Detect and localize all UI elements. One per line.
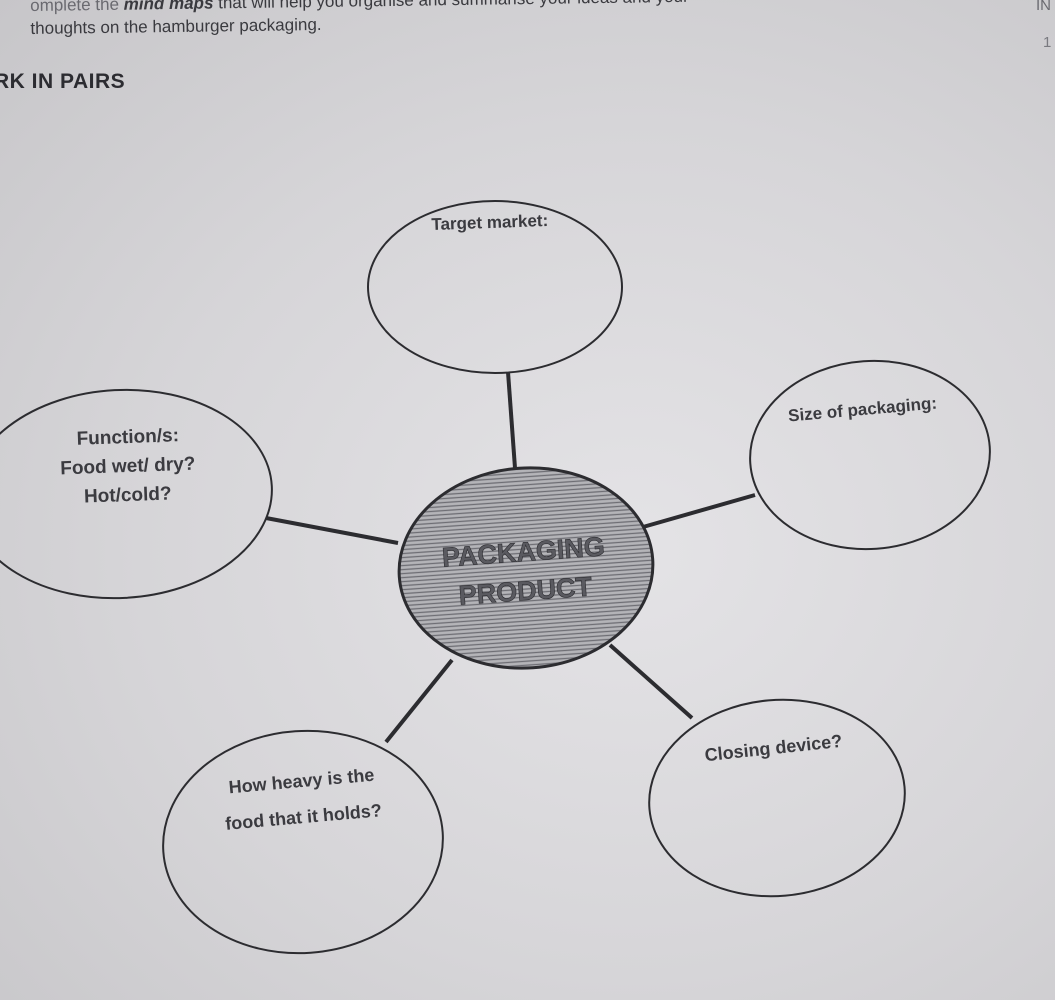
center-node-circle	[397, 466, 655, 670]
node-target-market-circle	[367, 200, 623, 374]
target-market-label: Target market:	[431, 211, 548, 234]
connector-size-of-packaging	[642, 493, 756, 529]
connector-closing-device	[608, 643, 694, 720]
how-heavy-label-line-2: food that it holds?	[224, 800, 382, 834]
edge-mark-top: IN	[1036, 0, 1051, 14]
node-how-heavy-circle	[162, 729, 444, 955]
node-functions-circle	[0, 388, 273, 600]
connector-functions	[265, 516, 399, 545]
how-heavy-label-line-1: How heavy is the	[228, 765, 375, 798]
section-heading: RK IN PAIRS	[0, 70, 126, 93]
closing-device-label: Closing device?	[704, 731, 843, 765]
connector-target-market	[506, 371, 517, 469]
functions-label-line-3: Hot/cold?	[84, 483, 172, 507]
functions-label-line-1: Function/s:	[76, 425, 179, 450]
edge-mark-number: 1	[1043, 34, 1052, 51]
functions-label-line-2: Food wet/ dry?	[60, 454, 196, 480]
node-closing-device-circle	[648, 698, 906, 898]
size-of-packaging-label: Size of packaging:	[787, 394, 937, 426]
connector-how-heavy	[384, 658, 454, 744]
node-size-of-packaging-circle	[749, 359, 991, 551]
